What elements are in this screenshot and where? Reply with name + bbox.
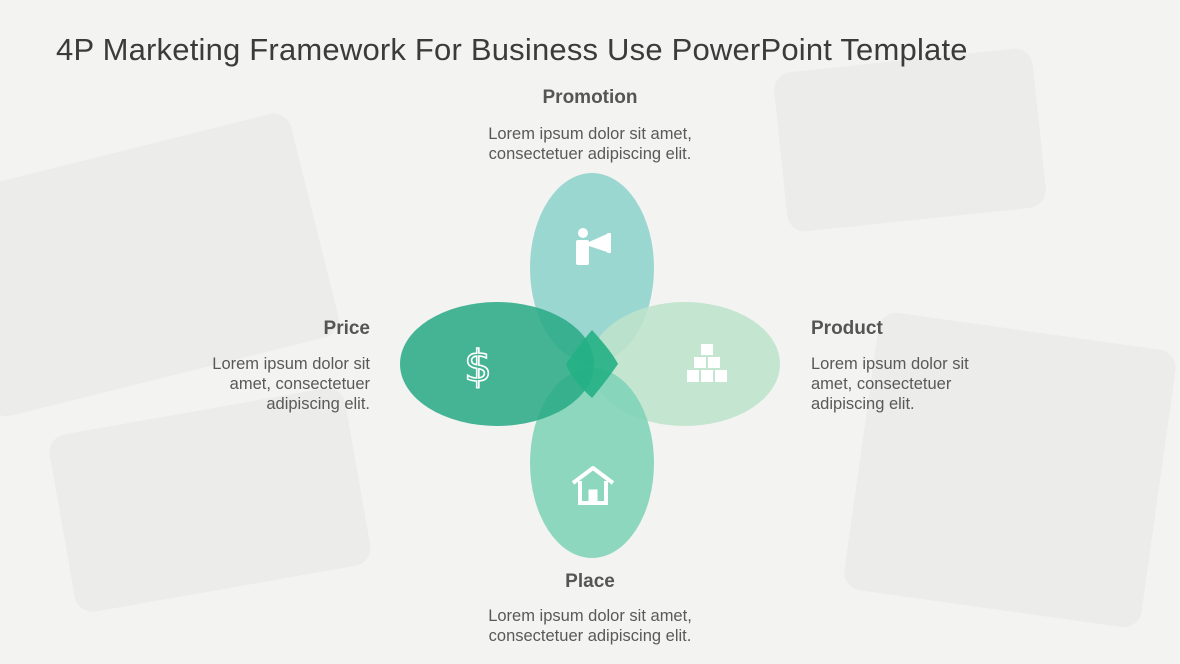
price-label: Price — [220, 318, 370, 340]
price-description-line: adipiscing elit. — [150, 394, 370, 414]
price-description-line: Lorem ipsum dolor sit — [150, 354, 370, 374]
place-description-line: Lorem ipsum dolor sit amet, — [440, 606, 740, 626]
price-petal — [400, 302, 594, 426]
promotion-description-line: Lorem ipsum dolor sit amet, — [440, 124, 740, 144]
promotion-description: Lorem ipsum dolor sit amet, consectetuer… — [440, 124, 740, 164]
price-description-line: amet, consectetuer — [150, 374, 370, 394]
place-description-line: consectetuer adipiscing elit. — [440, 626, 740, 646]
product-description-line: amet, consectetuer — [811, 374, 1041, 394]
product-description-line: Lorem ipsum dolor sit — [811, 354, 1041, 374]
product-description-line: adipiscing elit. — [811, 394, 1041, 414]
place-description: Lorem ipsum dolor sit amet, consectetuer… — [440, 606, 740, 646]
product-description: Lorem ipsum dolor sit amet, consectetuer… — [811, 354, 1041, 414]
place-label: Place — [490, 571, 690, 593]
product-label: Product — [811, 318, 1011, 340]
promotion-label: Promotion — [490, 87, 690, 109]
promotion-description-line: consectetuer adipiscing elit. — [440, 144, 740, 164]
price-description: Lorem ipsum dolor sit amet, consectetuer… — [150, 354, 370, 414]
dollar-icon: $ — [464, 341, 492, 392]
